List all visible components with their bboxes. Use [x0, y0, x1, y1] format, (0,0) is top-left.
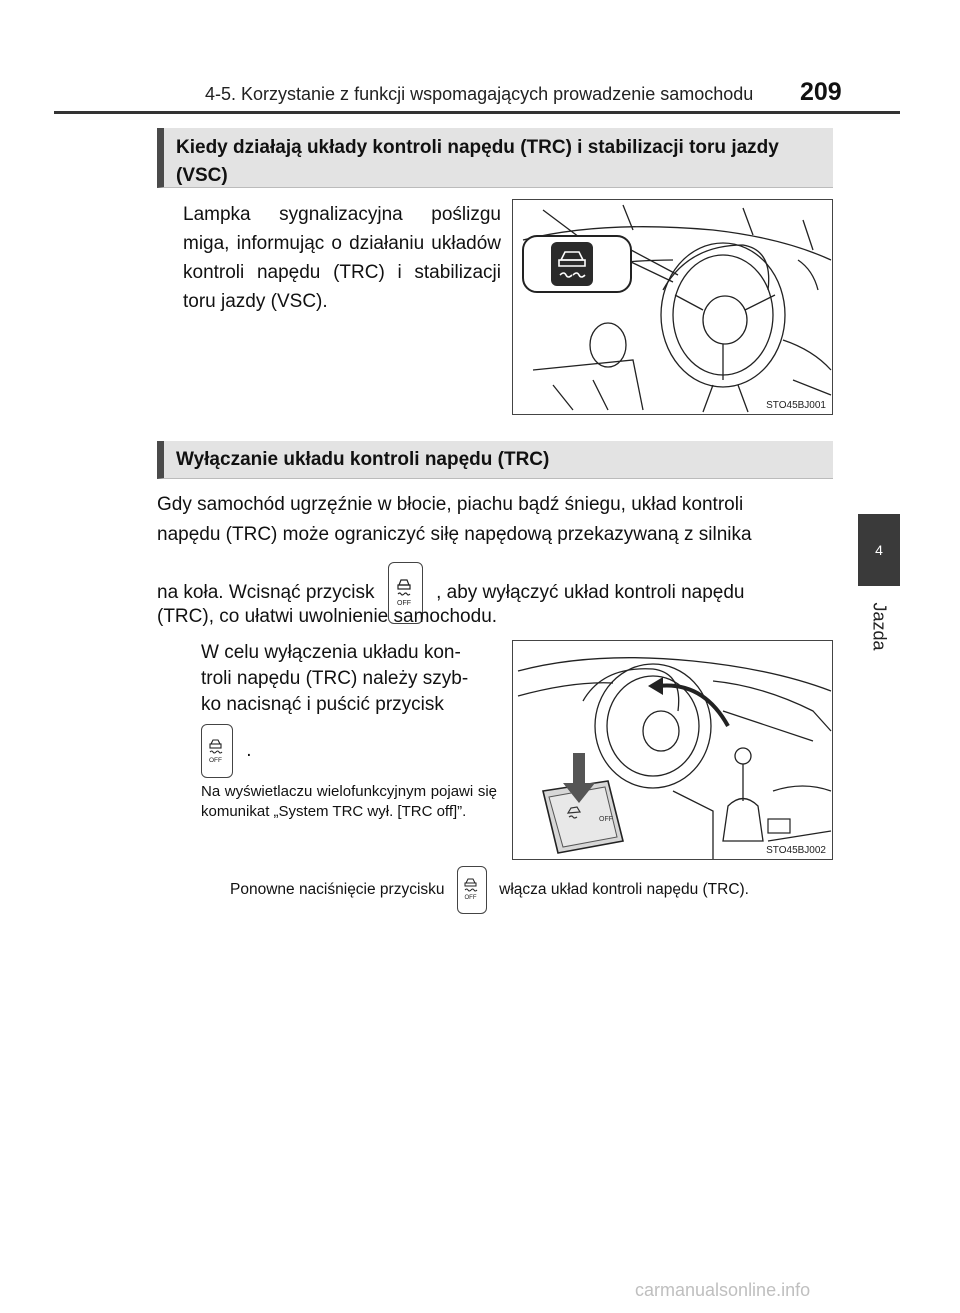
- trc-off-button-icon: OFF: [387, 562, 423, 624]
- section2-line3: na koła. Wcisnąć przycisk OFF , aby wyłą…: [157, 562, 833, 624]
- figure-trc-off-button-location: OFF STO45BJ002: [512, 640, 833, 860]
- instruction-paragraph: W celu wyłączenia układu kon- troli napę…: [201, 640, 499, 778]
- svg-text:OFF: OFF: [599, 816, 613, 823]
- section2-line4: (TRC), co ułatwi uwolnienie samochodu.: [157, 606, 498, 627]
- cabin-illustration: OFF: [517, 657, 832, 859]
- chapter-label: Jazda: [869, 601, 890, 651]
- svg-text:OFF: OFF: [397, 600, 411, 607]
- figure-code: STO45BJ002: [766, 845, 826, 856]
- display-message-note: Na wyświetlaczu wielofunkcyjnym pojawi s…: [201, 783, 497, 820]
- figure-dashboard-slip-indicator: STO45BJ001: [512, 199, 833, 415]
- slip-indicator-icon: [551, 242, 593, 286]
- trc-off-button-icon: OFF: [201, 724, 233, 778]
- dashboard-illustration: [522, 204, 832, 413]
- reenable-note: Ponowne naciśnięcie przycisku OFF włącza…: [230, 866, 840, 914]
- section2-line1: Gdy samochód ugrzęźnie w błocie, piachu …: [157, 494, 744, 515]
- chapter-tab: 4: [858, 514, 900, 586]
- page-number: 209: [800, 78, 842, 106]
- section-heading-trc-vsc-active: Kiedy działają układy kontroli napędu (T…: [157, 128, 833, 188]
- section1-paragraph: Lampka sygnalizacyjna poślizgu miga, inf…: [183, 204, 501, 312]
- svg-text:OFF: OFF: [464, 895, 476, 901]
- section2-line2: napędu (TRC) może ograniczyć siłę napędo…: [157, 524, 752, 545]
- trc-off-button-icon: OFF: [456, 866, 487, 914]
- figure-code: STO45BJ001: [766, 400, 826, 411]
- section-heading-trc-off: Wyłączanie układu kontroli napędu (TRC): [157, 441, 833, 479]
- svg-text:OFF: OFF: [209, 757, 222, 764]
- running-header: 4-5. Korzystanie z funkcji wspomagającyc…: [205, 84, 754, 104]
- header-rule: [54, 111, 900, 114]
- watermark: carmanualsonline.info: [635, 1280, 811, 1300]
